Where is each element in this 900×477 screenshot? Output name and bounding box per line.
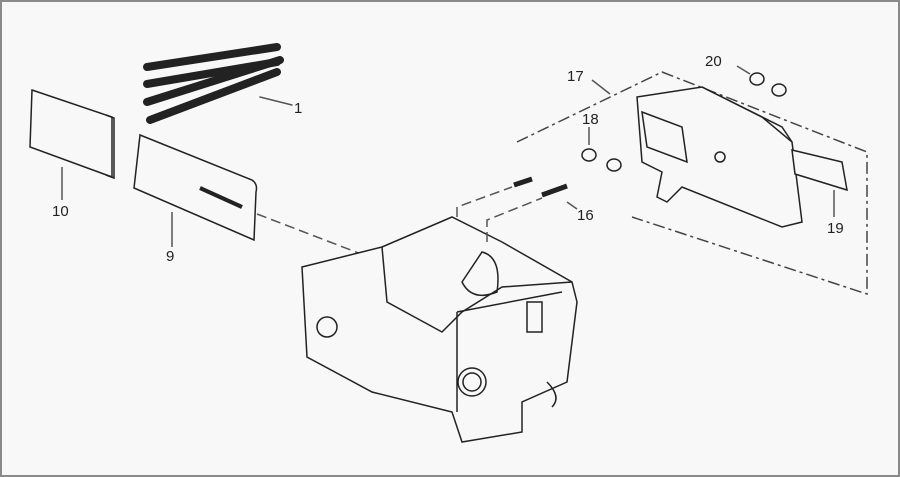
part-label-1: 1 xyxy=(294,100,303,117)
sprocket-cover-part xyxy=(636,86,803,228)
part-label-9: 9 xyxy=(166,248,175,265)
label-part xyxy=(791,149,848,192)
washers-part xyxy=(581,127,622,172)
guide-bar-part xyxy=(133,133,383,263)
part-label-16: 16 xyxy=(577,207,594,224)
nuts-part xyxy=(736,65,787,97)
part-label-17: 17 xyxy=(567,68,584,85)
part-label-19: 19 xyxy=(827,220,844,237)
part-label-18: 18 xyxy=(582,111,599,128)
cover-assembly-outline xyxy=(516,71,868,296)
saw-chain-part xyxy=(143,43,293,124)
crankcase-part xyxy=(301,216,578,443)
bar-cover-part xyxy=(29,88,115,200)
part-label-10: 10 xyxy=(52,203,69,220)
part-label-20: 20 xyxy=(705,53,722,70)
stud-bolts-part xyxy=(456,176,578,242)
